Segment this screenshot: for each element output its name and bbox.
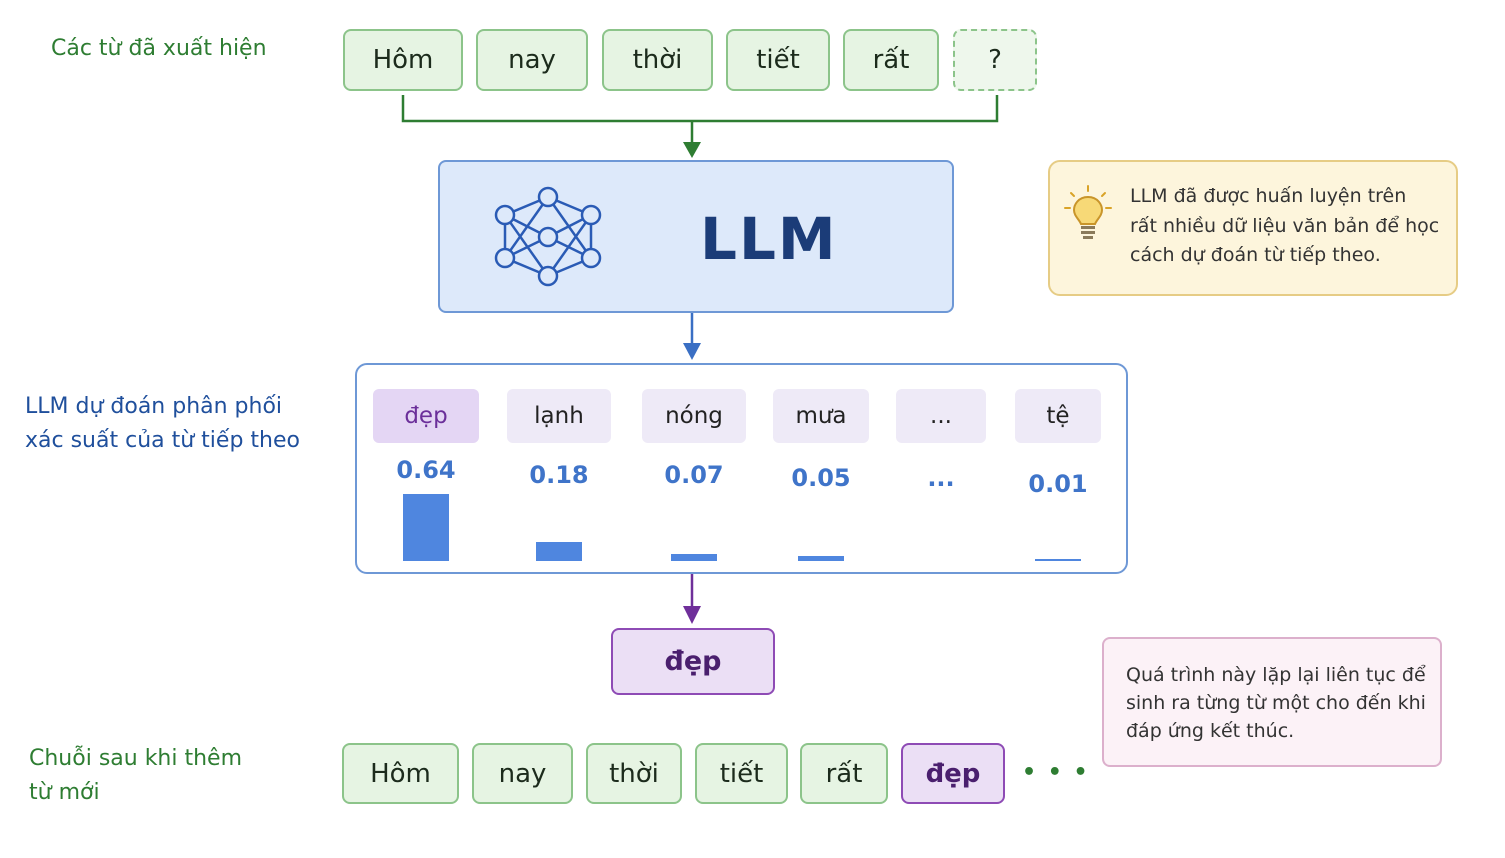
arrow-to-llm-head: [683, 142, 701, 158]
output-token: rất: [800, 743, 888, 804]
new-sequence-label-line1: Chuỗi sau khi thêm: [29, 746, 243, 771]
candidate-token: ...: [896, 389, 986, 443]
llm-title: LLM: [700, 205, 838, 273]
input-token: nay: [476, 29, 588, 91]
probability-bar: [536, 542, 582, 561]
probability-label: 0.07: [664, 461, 724, 489]
output-token: nay: [472, 743, 573, 804]
context-words-label: Các từ đã xuất hiện: [51, 36, 267, 61]
loop-note-text: Quá trình này lặp lại liên tục để sinh r…: [1126, 661, 1426, 745]
probability-bar: [1035, 559, 1081, 561]
training-note: LLM đã được huấn luyện trên rất nhiều dữ…: [1048, 160, 1458, 296]
probability-label: 0.64: [396, 456, 456, 484]
unknown-token: ?: [953, 29, 1037, 91]
input-token: rất: [843, 29, 939, 91]
new-sequence-label-line2: từ mới: [29, 780, 100, 805]
loop-note-line1: Quá trình này lặp lại liên tục để: [1126, 664, 1426, 686]
arrow-to-selected-head: [683, 606, 701, 624]
distribution-label-line1: LLM dự đoán phân phối: [25, 394, 283, 419]
input-token: tiết: [726, 29, 830, 91]
candidate-token: tệ: [1015, 389, 1101, 443]
distribution-label-line2: xác suất của từ tiếp theo: [25, 428, 300, 453]
probability-label: 0.05: [791, 464, 851, 492]
output-token: tiết: [695, 743, 788, 804]
new-sequence-label: Chuỗi sau khi thêm từ mới: [29, 742, 242, 810]
candidate-token: đẹp: [373, 389, 479, 443]
neural-network-icon: [494, 186, 602, 287]
candidate-token: lạnh: [507, 389, 611, 443]
candidate-token: nóng: [642, 389, 746, 443]
output-token-new: đẹp: [901, 743, 1005, 804]
arrow-to-distribution-head: [683, 343, 701, 360]
input-token: Hôm: [343, 29, 463, 91]
selected-token: đẹp: [611, 628, 775, 695]
distribution-label: LLM dự đoán phân phối xác suất của từ ti…: [25, 390, 300, 458]
loop-note-line2: sinh ra từng từ một cho đến khi: [1126, 692, 1426, 714]
loop-note: Quá trình này lặp lại liên tục để sinh r…: [1102, 637, 1442, 767]
probability-bar: [671, 554, 717, 561]
probability-bar: [403, 494, 449, 561]
training-note-line3: cách dự đoán từ tiếp theo.: [1130, 244, 1381, 266]
continuation-dots: • • •: [1022, 760, 1090, 785]
merge-bracket: [401, 95, 999, 123]
probability-label: ...: [927, 464, 955, 492]
llm-box: [438, 160, 954, 313]
probability-bar: [798, 556, 844, 561]
loop-note-line3: đáp ứng kết thúc.: [1126, 720, 1295, 742]
lightbulb-icon: [1064, 185, 1112, 239]
output-token: Hôm: [342, 743, 459, 804]
training-note-text: LLM đã được huấn luyện trên rất nhiều dữ…: [1130, 182, 1450, 271]
output-token: thời: [586, 743, 682, 804]
training-note-line2: rất nhiều dữ liệu văn bản để học: [1130, 214, 1440, 237]
training-note-line1: LLM đã được huấn luyện trên: [1130, 185, 1407, 207]
probability-label: 0.01: [1028, 470, 1088, 498]
input-token: thời: [602, 29, 713, 91]
candidate-token: mưa: [773, 389, 869, 443]
probability-label: 0.18: [529, 461, 589, 489]
